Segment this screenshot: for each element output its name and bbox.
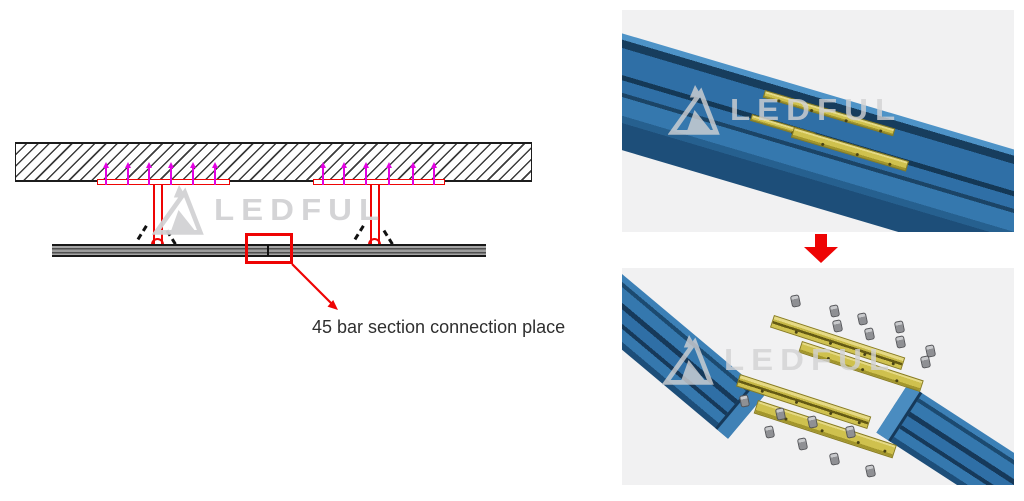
connection-highlight-box xyxy=(245,233,293,264)
screw xyxy=(831,319,844,333)
weld-arc xyxy=(151,238,164,245)
weld-arc xyxy=(368,238,381,245)
down-arrow-icon xyxy=(804,234,838,264)
hanger-rod xyxy=(153,184,163,245)
screw-hole xyxy=(855,152,860,156)
weld-mark xyxy=(382,225,402,245)
anchor-tick xyxy=(319,162,326,185)
screw-hole xyxy=(860,367,865,372)
anchor-tick xyxy=(124,162,131,185)
screw-hole xyxy=(863,352,867,356)
ceiling-slab-hatch xyxy=(15,142,532,182)
screw-hole xyxy=(894,378,899,383)
screw xyxy=(844,425,857,439)
screw-hole xyxy=(821,142,825,146)
screw-hole xyxy=(794,399,799,404)
anchor-tick xyxy=(362,162,369,185)
screw-hole xyxy=(777,99,781,103)
anchor-tick xyxy=(340,162,347,185)
screw-hole xyxy=(878,129,883,133)
screw-hole xyxy=(820,428,825,433)
weld-mark xyxy=(165,225,185,245)
screw-hole xyxy=(856,440,861,445)
hanger-rod xyxy=(370,184,380,245)
screw-hole xyxy=(809,108,814,113)
screw-hole xyxy=(882,449,887,454)
anchor-tick xyxy=(102,162,109,185)
watermark-text: LEDFUL xyxy=(214,192,387,227)
screw xyxy=(893,320,906,334)
screw xyxy=(863,327,876,341)
hanger-bracket xyxy=(97,179,230,185)
screw-hole xyxy=(828,340,833,345)
blue-profile-right-end xyxy=(876,384,1014,485)
callout-label: 45 bar section connection place xyxy=(312,317,566,337)
blue-profile-left-end xyxy=(622,268,766,439)
screw-hole xyxy=(844,118,848,123)
anchor-tick xyxy=(409,162,416,185)
anchor-tick xyxy=(145,162,152,185)
assembled-bar-render: LEDFUL xyxy=(622,10,1014,232)
screw-hole xyxy=(829,411,833,415)
anchor-tick xyxy=(211,162,218,185)
ledful-watermark: LEDFUL xyxy=(152,184,386,236)
screw-hole xyxy=(888,161,892,166)
screw xyxy=(856,312,869,326)
screw xyxy=(806,415,819,429)
blue-profile-bar xyxy=(622,20,1014,232)
screw-hole xyxy=(857,420,862,425)
bar-joint-line xyxy=(267,245,269,256)
callout-arrow xyxy=(291,263,338,310)
screw xyxy=(828,452,841,466)
screw-hole xyxy=(826,356,831,361)
exploded-connection-render: LEDFUL xyxy=(622,268,1014,485)
anchor-tick xyxy=(189,162,196,185)
screw xyxy=(828,304,841,318)
screw-hole xyxy=(760,388,765,393)
anchor-tick xyxy=(167,162,174,185)
anchor-tick xyxy=(430,162,437,185)
screw-hole xyxy=(794,329,799,334)
screw-hole xyxy=(891,361,896,366)
anchor-tick xyxy=(385,162,392,185)
screw xyxy=(796,437,809,451)
bar-profile-side-view xyxy=(52,244,486,257)
screw xyxy=(789,294,802,308)
screw xyxy=(763,425,776,439)
screw xyxy=(864,464,877,478)
screw xyxy=(894,335,907,349)
